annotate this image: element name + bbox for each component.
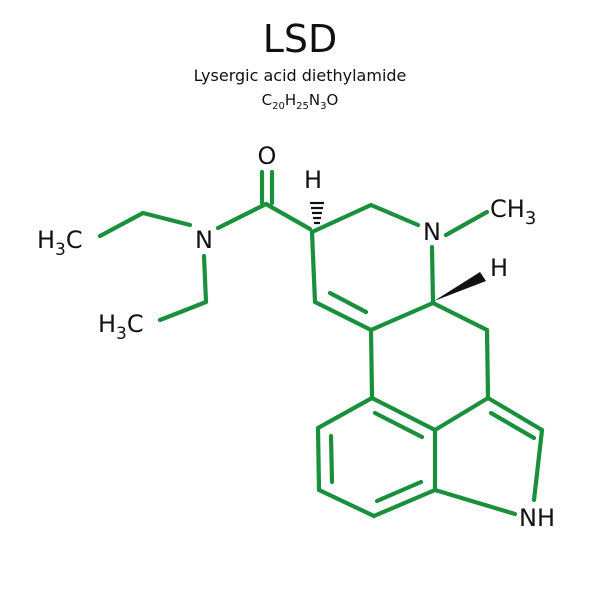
- indole-nh-label: NH: [519, 504, 555, 532]
- bond-c10-c5: [368, 300, 436, 333]
- bond-ethyl-upper-ch3: [97, 210, 146, 239]
- formula-el-2: H: [285, 91, 296, 109]
- formula-sub-3: 3: [320, 101, 326, 112]
- molecular-formula: C20H25N3O: [262, 91, 339, 112]
- bond-c3-c16: [432, 395, 491, 433]
- bond-n6-c5: [429, 244, 436, 306]
- bond-c7-n6: [368, 202, 421, 228]
- bond-c4-c3: [484, 327, 491, 401]
- ethyl-upper-ch3-label: H3C: [37, 226, 83, 260]
- bond-c3-c2: [485, 395, 545, 433]
- ring-nitrogen-label: N: [423, 218, 441, 246]
- methyl-sub: 3: [525, 208, 536, 229]
- bond-c10-c11: [368, 327, 375, 401]
- amide-nitrogen-label: N: [195, 226, 213, 254]
- bond-benz-2-inner: [328, 433, 335, 485]
- hydrogen-right-label: H: [490, 254, 508, 282]
- bond-c3-c2-inner: [488, 410, 537, 441]
- methyl-label: CH3: [490, 195, 536, 229]
- bond-n-ethyl-lower-ch2: [201, 253, 209, 305]
- bond-carbonyl-amide-n: [215, 201, 269, 231]
- stereo-bonds: [310, 201, 486, 301]
- bond-c2-n1: [531, 427, 545, 503]
- bond-benz-6-inner: [372, 410, 425, 440]
- oxygen-atom-label: O: [258, 142, 277, 170]
- ethyl-lower-ch3-label: H3C: [98, 310, 144, 344]
- bond-c9-c10: [312, 299, 374, 333]
- bond-c5-c4: [430, 300, 490, 333]
- ethyl-upper-sub: 3: [55, 240, 66, 260]
- bond-ethyl-lower-ch3: [157, 299, 209, 323]
- formula-el-3: N: [309, 91, 320, 109]
- bond-c9-c10-inner: [327, 290, 369, 315]
- bond-carbonyl-c8: [263, 201, 313, 232]
- bond-benz-6: [369, 395, 438, 433]
- hydrogen-top-label: H: [304, 166, 322, 194]
- bond-n-ethyl-upper-ch2: [140, 210, 193, 228]
- formula-el-4: O: [327, 91, 339, 109]
- ethyl-lower-sub: 3: [116, 324, 127, 344]
- bond-n6-methyl: [443, 209, 490, 238]
- solid-wedge-c5-h: [434, 272, 486, 301]
- bond-benz-1: [315, 395, 375, 431]
- molecule-subtitle: Lysergic acid diethylamide: [194, 66, 407, 85]
- bond-benz-4: [371, 487, 438, 519]
- ethyl-upper-h: H: [37, 226, 55, 254]
- bond-benz-4-inner: [374, 479, 424, 504]
- molecule-title: LSD: [263, 17, 338, 61]
- formula-sub-1: 20: [272, 101, 285, 112]
- ethyl-upper-c: C: [66, 226, 83, 254]
- ethyl-lower-c: C: [127, 310, 144, 338]
- bond-c15-n1: [432, 487, 518, 517]
- bond-c8-c7: [309, 202, 374, 235]
- formula-sub-2: 25: [296, 101, 309, 112]
- bond-benz-3: [316, 487, 377, 519]
- atom-labels: O H H N N CH3 H3C H3C NH: [37, 142, 555, 532]
- bond-benz-2: [315, 425, 322, 493]
- methyl-main: CH: [490, 195, 525, 223]
- hashed-wedge-c8-h: [310, 201, 324, 225]
- bond-c8-c9: [309, 229, 318, 305]
- formula-el-1: C: [262, 91, 272, 109]
- bond-lines: [97, 169, 545, 519]
- ethyl-lower-h: H: [98, 310, 116, 338]
